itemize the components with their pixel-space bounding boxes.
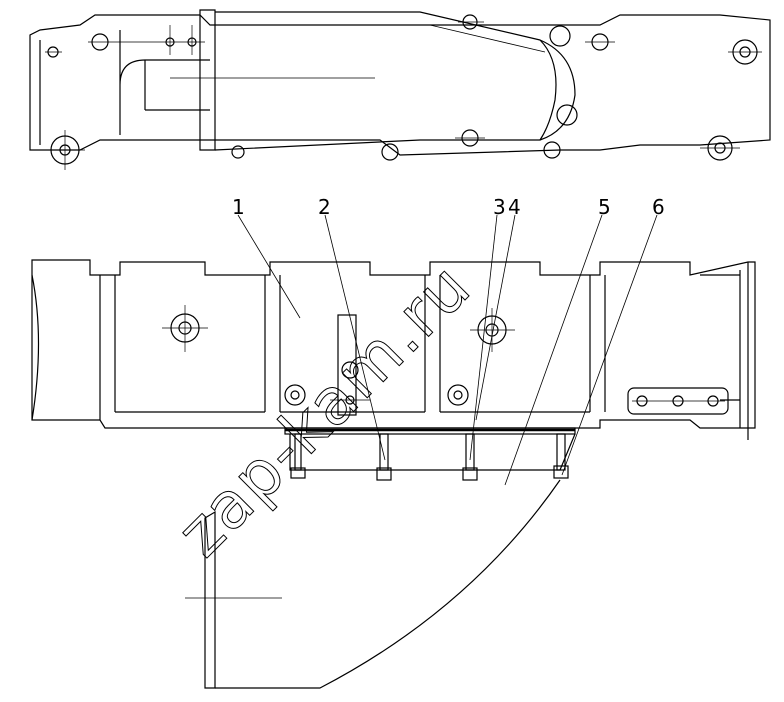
- callout-2: 2: [318, 195, 386, 461]
- front-view: [31, 259, 756, 689]
- top-view: [29, 9, 771, 170]
- callout-label-6: 6: [652, 195, 665, 219]
- stud-bolts: [290, 433, 569, 481]
- callout-label-5: 5: [598, 195, 611, 219]
- callout-6: 6: [561, 195, 665, 476]
- callout-label-1: 1: [232, 195, 245, 219]
- callout-1: 1: [232, 195, 301, 319]
- callout-3: 3: [469, 195, 506, 461]
- callout-5: 5: [504, 195, 611, 486]
- watermark-text: zap-kam.ru: [164, 249, 486, 571]
- callout-label-2: 2: [318, 195, 331, 219]
- callout-label-4: 4: [508, 195, 521, 219]
- callouts: 1 2 3 4 5 6: [232, 195, 665, 486]
- callout-label-3: 3: [493, 195, 506, 219]
- callout-4: 4: [475, 195, 521, 421]
